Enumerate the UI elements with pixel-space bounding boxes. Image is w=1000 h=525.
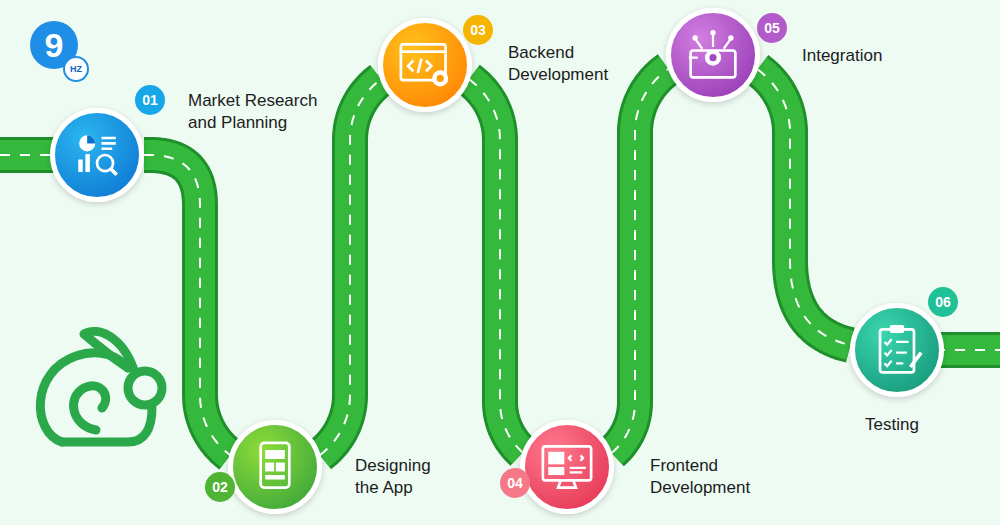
road-stroke: [469, 79, 523, 452]
road-stroke: [144, 155, 230, 455]
step-circle: 03Backend Development: [378, 18, 472, 112]
step-number: 03: [463, 15, 493, 45]
step-icon: [233, 425, 317, 509]
step-icon: [525, 425, 609, 509]
road-stroke: [612, 69, 669, 453]
road-connector: [758, 69, 851, 345]
step-number: 04: [500, 468, 530, 498]
rabbit-logo: [40, 331, 162, 442]
road-connector: [612, 69, 669, 453]
step-label: Integration: [802, 45, 922, 67]
logo-subtext: HZ: [63, 56, 89, 82]
road-stroke: [469, 79, 523, 452]
road-stroke: [469, 79, 523, 452]
step-icon: [855, 308, 939, 392]
road-stroke: [758, 69, 851, 345]
step-circle: 04Frontend Development: [520, 420, 614, 514]
step-icon: [383, 23, 467, 107]
road-connector: [144, 155, 230, 455]
step-label: Frontend Development: [650, 455, 768, 499]
road-stroke: [612, 69, 669, 453]
road-stroke: [144, 155, 230, 455]
road-stroke: [320, 79, 381, 455]
road-stroke: [758, 69, 851, 345]
step-number: 06: [928, 287, 958, 317]
step-label: Backend Development: [508, 42, 626, 86]
step-label: Designing the App: [355, 455, 447, 499]
road-stroke: [612, 69, 669, 453]
step-circle: 01Market Research and Planning: [50, 108, 144, 202]
step-circle: 05Integration: [666, 8, 760, 102]
road-stroke: [320, 79, 381, 455]
step-number: 05: [757, 13, 787, 43]
step-label: Testing: [865, 414, 955, 436]
road-connector: [320, 79, 381, 455]
road-stroke: [144, 155, 230, 455]
step-number: 01: [135, 85, 165, 115]
road-stroke: [320, 79, 381, 455]
step-icon: [671, 13, 755, 97]
step-number: 02: [205, 472, 235, 502]
road-connector: [469, 79, 523, 452]
road-stroke: [758, 69, 851, 345]
step-label: Market Research and Planning: [188, 90, 328, 134]
step-circle: 02Designing the App: [228, 420, 322, 514]
step-icon: [55, 113, 139, 197]
step-circle: 06Testing: [850, 303, 944, 397]
